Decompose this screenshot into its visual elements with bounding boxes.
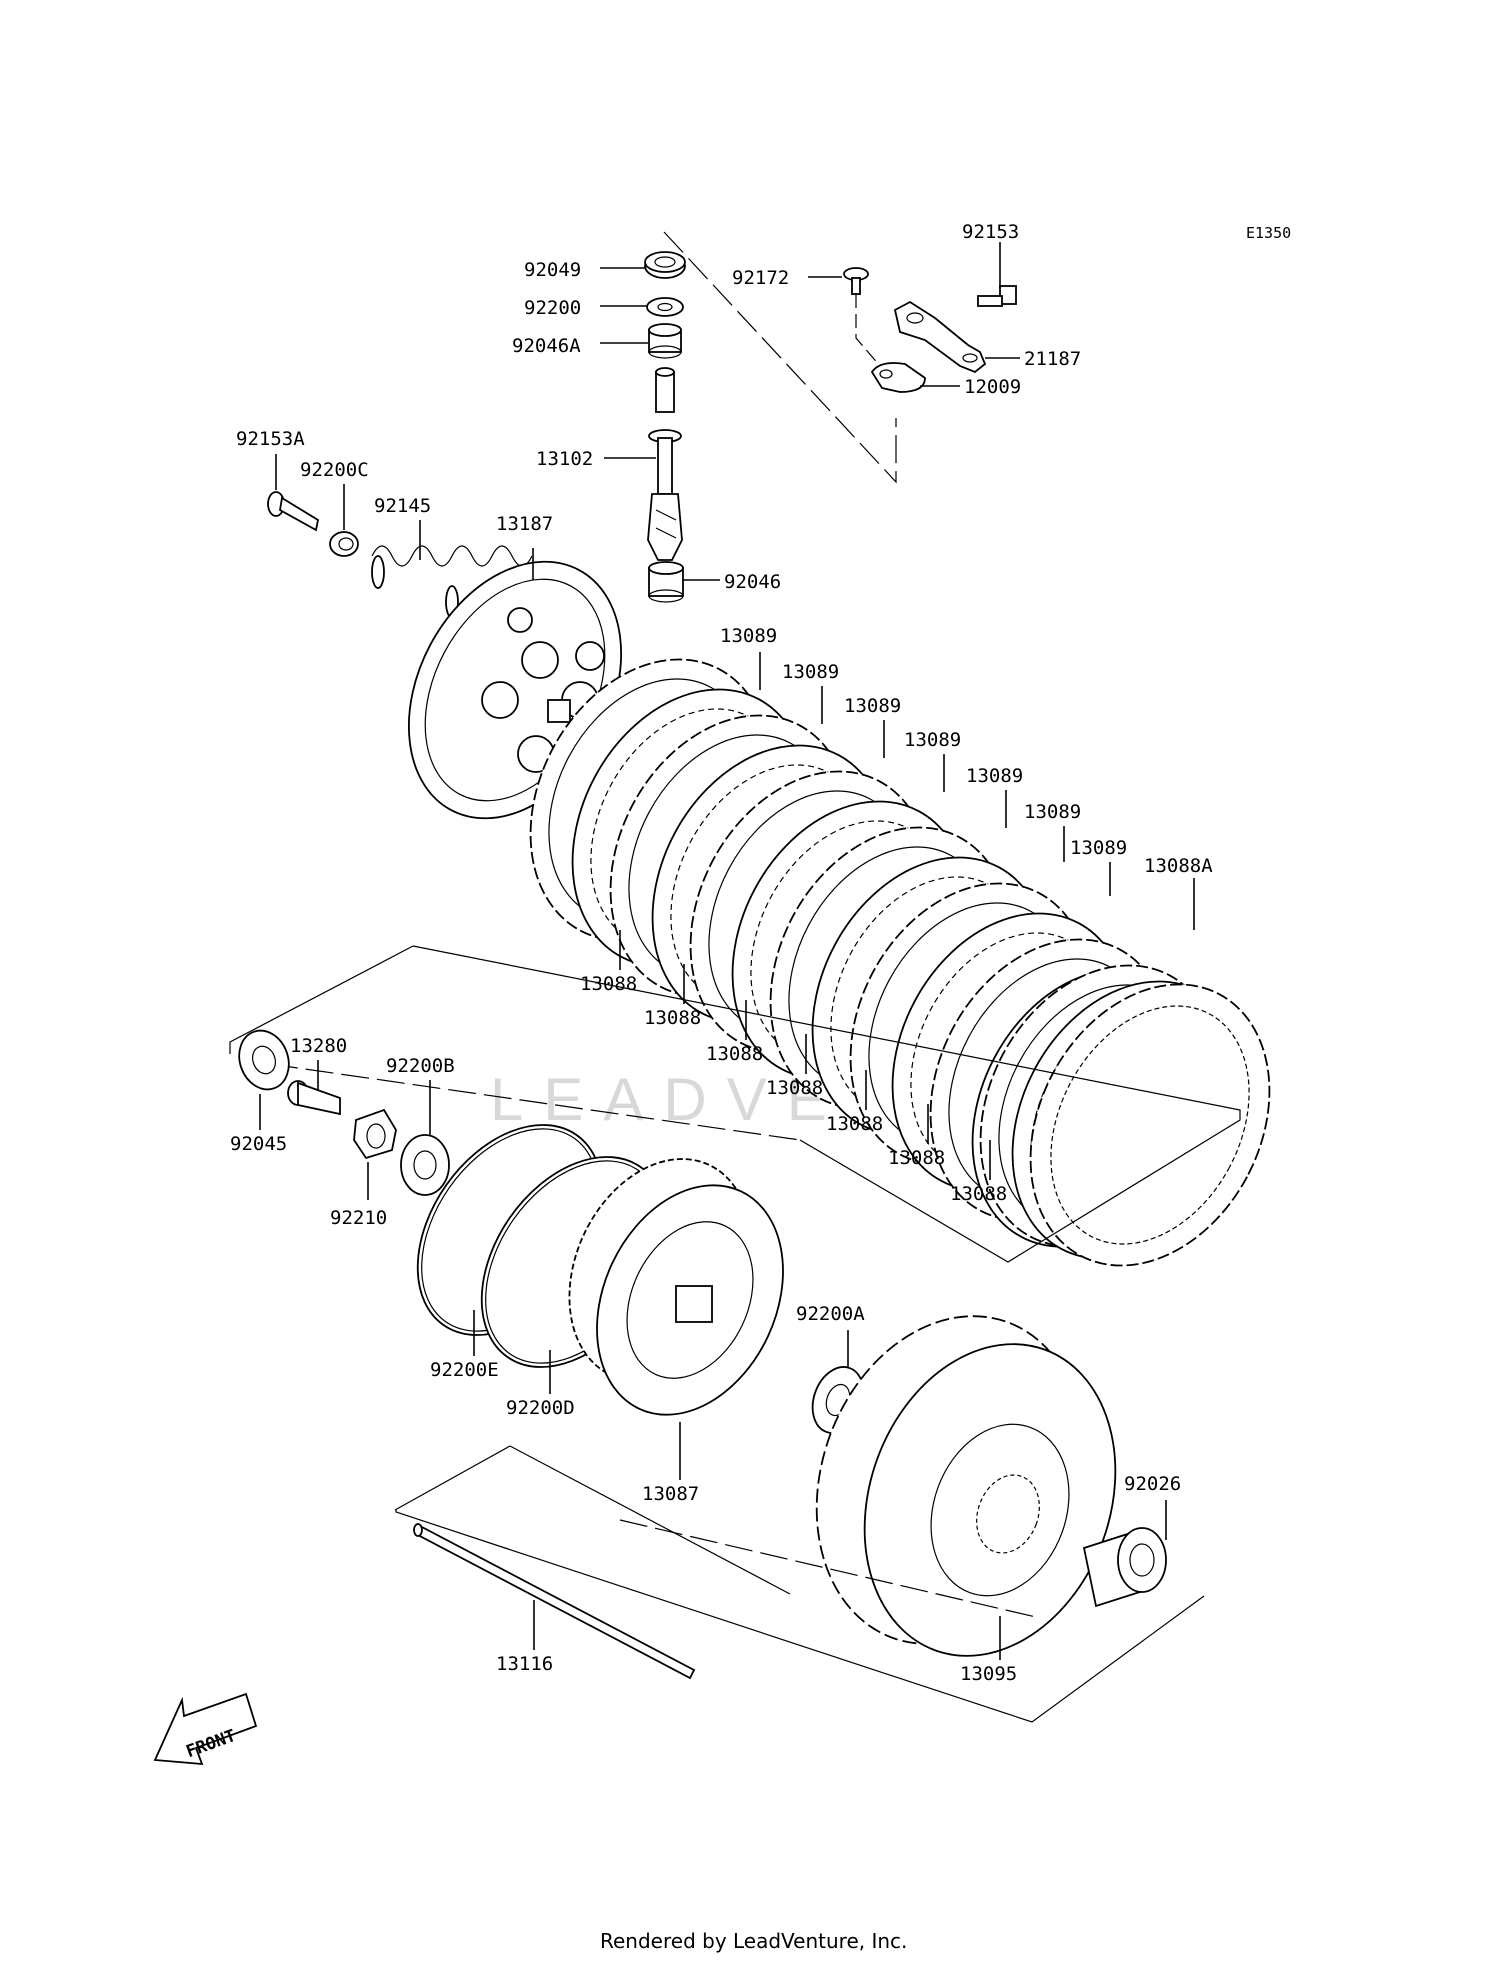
screw-92172[interactable] [843,267,869,295]
needle-bearing-92046A[interactable] [648,323,682,359]
label-13088-3: 13088 [706,1043,763,1065]
label-13116: 13116 [496,1653,553,1675]
label-13089-6: 13089 [1024,801,1081,823]
lock-washer-92200B[interactable] [400,1134,450,1196]
front-direction-arrow: FRONT [153,1692,258,1766]
part-labels: 92049 92200 92046A 13102 92046 92172 921… [230,221,1213,1685]
label-92045: 92045 [230,1133,287,1155]
washer-92200[interactable] [646,297,684,317]
plate-12009[interactable] [870,362,926,393]
label-12009: 12009 [964,376,1021,398]
push-rod-13116[interactable] [413,1523,696,1680]
label-13088A: 13088A [1144,855,1213,877]
label-13089-1: 13089 [720,625,777,647]
label-92200A: 92200A [796,1303,865,1325]
label-92210: 92210 [330,1207,387,1229]
label-13088-4: 13088 [766,1077,823,1099]
label-92046A: 92046A [512,335,581,357]
label-92200E: 92200E [430,1359,499,1381]
label-13187: 13187 [496,513,553,535]
sleeve-92026[interactable] [1082,1527,1167,1608]
diagram-code: E1350 [1246,224,1291,242]
label-92200: 92200 [524,297,581,319]
label-92046: 92046 [724,571,781,593]
label-92026: 92026 [1124,1473,1181,1495]
label-13088-6: 13088 [888,1147,945,1169]
bolt-92153[interactable] [977,285,1017,307]
label-13088-2: 13088 [644,1007,701,1029]
pressure-spring-group [267,491,533,619]
lever-21187[interactable] [893,300,987,374]
label-13089-2: 13089 [782,661,839,683]
needle-bearing-92046[interactable] [648,561,684,603]
label-13280: 13280 [290,1035,347,1057]
label-92153A: 92153A [236,428,305,450]
label-13095: 13095 [960,1663,1017,1685]
label-13089-5: 13089 [966,765,1023,787]
label-92200C: 92200C [300,459,369,481]
label-92200B: 92200B [386,1055,455,1077]
label-21187: 21187 [1024,348,1081,370]
label-13088-5: 13088 [826,1113,883,1135]
label-92172: 92172 [732,267,789,289]
label-13089-7: 13089 [1070,837,1127,859]
clutch-plate-stack [529,658,1271,1267]
bolt-92153A[interactable] [267,491,320,532]
release-lever-assembly [843,267,1017,393]
label-13089-4: 13089 [904,729,961,751]
label-13087: 13087 [642,1483,699,1505]
clutch-hub-13087[interactable] [535,1129,819,1445]
bearing-92045[interactable] [231,1024,297,1097]
label-13089-3: 13089 [844,695,901,717]
label-92145: 92145 [374,495,431,517]
nut-92210[interactable] [353,1108,397,1160]
label-92153: 92153 [962,221,1019,243]
spacer-13280[interactable] [287,1080,341,1116]
oil-seal-92049[interactable] [644,251,686,279]
label-92200D: 92200D [506,1397,575,1419]
release-shaft-13102[interactable] [647,367,683,561]
label-13102: 13102 [536,448,593,470]
washer-92200C[interactable] [329,531,359,557]
label-13088-1: 13088 [580,973,637,995]
label-92049: 92049 [524,259,581,281]
footer-credit: Rendered by LeadVenture, Inc. [600,1929,907,1953]
clutch-housing-13095[interactable] [772,1278,1157,1691]
label-13088-7: 13088 [950,1183,1007,1205]
release-shaft-assembly [644,251,686,603]
